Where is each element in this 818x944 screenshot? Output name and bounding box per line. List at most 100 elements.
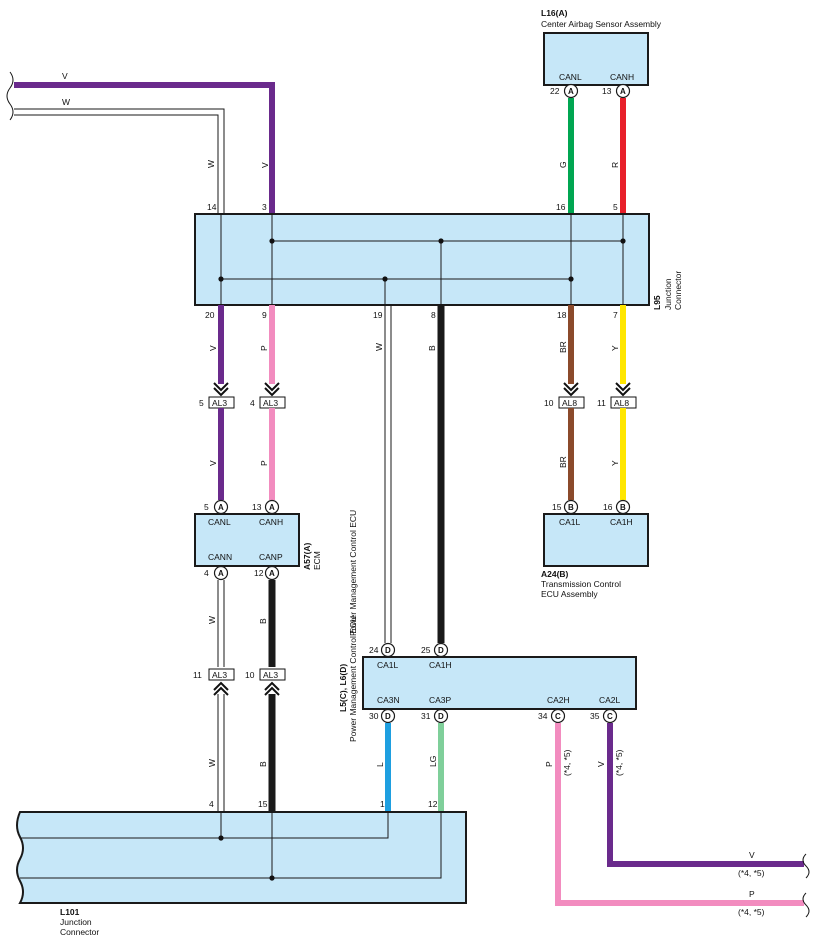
terminal-pm-24-letter: D — [385, 646, 391, 655]
l16-airbag-sensor: L16(A) Center Airbag Sensor Assembly CAN… — [541, 8, 662, 214]
pin-l95-20: 20 — [205, 310, 215, 320]
pin-l101-4: 4 — [209, 799, 214, 809]
a24-name-1: Transmission Control — [541, 579, 621, 589]
pin-ecm-13: 13 — [252, 502, 262, 512]
wire-label-tc-br2: BR — [558, 456, 568, 468]
pin-l95-16: 16 — [556, 202, 566, 212]
pin-tc-15: 15 — [552, 502, 562, 512]
pin-l101-1: 1 — [380, 799, 385, 809]
pin-l16-22: 22 — [550, 86, 560, 96]
pm-pin-ca2l: CA2L — [599, 695, 621, 705]
l16-box — [543, 32, 649, 86]
pin-al3-11: 11 — [193, 670, 202, 680]
l95-node-6 — [568, 276, 574, 282]
wire-label-pm-v: V — [596, 761, 606, 767]
chevron-down-icon — [563, 382, 579, 397]
wires-ecm-down: W B AL3 AL3 11 10 W B 4 15 — [193, 580, 286, 812]
a57-pin-canh: CANH — [259, 517, 283, 527]
pin-pm-35: 35 — [590, 711, 600, 721]
wire-pm-v — [607, 723, 804, 867]
pin-al3-5: 5 — [199, 398, 204, 408]
pin-l95-7: 7 — [613, 310, 618, 320]
break-mark-right — [802, 853, 810, 918]
terminal-ecm-12 — [264, 565, 280, 581]
chevron-down-icon — [213, 382, 229, 397]
terminal-pm-31 — [433, 708, 449, 724]
a57-pin-canl: CANL — [208, 517, 231, 527]
chevron-down-icon — [264, 382, 280, 397]
terminal-ecm-4-letter: A — [218, 569, 224, 578]
terminal-pm-30 — [380, 708, 396, 724]
pin-ecm-4: 4 — [204, 568, 209, 578]
terminal-pm-31-letter: D — [438, 712, 444, 721]
pin-l95-5: 5 — [613, 202, 618, 212]
wires-l95-down: V P BR Y AL3 AL3 AL8 AL8 5 4 10 11 V P B… — [199, 305, 637, 500]
pin-al3-4: 4 — [250, 398, 255, 408]
pin-l95-18: 18 — [557, 310, 567, 320]
terminal-pm-35-letter: C — [607, 712, 613, 721]
l101-node-2 — [269, 875, 275, 881]
connector-al8-a-label: AL8 — [562, 398, 577, 408]
chevron-up-icon — [264, 681, 280, 696]
pm-pin-ca1h: CA1H — [429, 660, 452, 670]
a57-box — [194, 513, 300, 567]
a24-box — [543, 513, 649, 567]
connector-al3-d — [259, 668, 286, 681]
l16-pin-canh: CANH — [610, 72, 634, 82]
wire-label-ecm-v2: V — [208, 460, 218, 466]
a24-code: A24(B) — [541, 569, 569, 579]
l95-node-2 — [438, 238, 444, 244]
l101-bus-high — [20, 812, 442, 879]
pm-pin-ca3p: CA3P — [429, 695, 452, 705]
wire-label-ecm-b2: B — [258, 761, 268, 767]
terminal-pm-30-letter: D — [385, 712, 391, 721]
l95-box — [194, 213, 650, 306]
connector-al3-d-label: AL3 — [263, 670, 278, 680]
l101-bus-low — [20, 812, 389, 839]
l95-code: L95 — [652, 295, 662, 310]
pin-l95-19: 19 — [373, 310, 383, 320]
l16-pin-canl: CANL — [559, 72, 582, 82]
terminal-l16-13-letter: A — [620, 87, 626, 96]
wire-label-l16-g: G — [558, 161, 568, 168]
wire-label-tc-y2: Y — [610, 460, 620, 466]
pin-pm-30: 30 — [369, 711, 379, 721]
wire-label-l95-v: V — [260, 162, 270, 168]
wire-label-out-p-note: (*4, *5) — [738, 907, 765, 917]
l101-node-1 — [218, 835, 224, 841]
pm-pin-ca2h: CA2H — [547, 695, 570, 705]
wires-pm-from-l95: W B — [374, 305, 445, 643]
wire-label-pm-b: B — [427, 345, 437, 351]
a57-code: A57(A) — [302, 542, 312, 570]
terminal-ecm-5-letter: A — [218, 503, 224, 512]
wire-pm-p — [555, 723, 804, 906]
l101-name-1: Junction — [60, 917, 92, 927]
l95-name-1: Junction — [663, 278, 673, 310]
wire-label-ecm-p2: P — [259, 460, 269, 466]
terminal-l16-22 — [563, 83, 579, 99]
pm-name: Power Management Control ECU — [348, 510, 358, 636]
terminal-tc-16-letter: B — [620, 503, 626, 512]
connector-al3-a-label: AL3 — [212, 398, 227, 408]
terminal-ecm-12-letter: A — [269, 569, 275, 578]
pin-l95-3: 3 — [262, 202, 267, 212]
wire-top-w-b — [14, 114, 219, 214]
wire-label-l95-w: W — [206, 160, 216, 168]
wire-label-top-v: V — [62, 71, 68, 81]
pin-l95-8: 8 — [431, 310, 436, 320]
pm-pin-ca1l: CA1L — [377, 660, 399, 670]
l101-box — [16, 811, 467, 904]
pin-ecm-5: 5 — [204, 502, 209, 512]
terminal-ecm-13-letter: A — [269, 503, 275, 512]
pin-l95-9: 9 — [262, 310, 267, 320]
top-wires: V W W V 14 3 — [6, 71, 275, 214]
terminal-pm-34 — [550, 708, 566, 724]
l95-node-5 — [382, 276, 388, 282]
wire-top-v — [14, 82, 275, 214]
connector-al3-b-label: AL3 — [263, 398, 278, 408]
wire-label-pm-p-note: (*4, *5) — [562, 749, 572, 776]
wires-pm-down: L LG 1 12 P (*4, *5) V (*4, *5) V (*4, *… — [375, 723, 810, 918]
pin-l101-12: 12 — [428, 799, 438, 809]
a57-pin-cann: CANN — [208, 552, 232, 562]
